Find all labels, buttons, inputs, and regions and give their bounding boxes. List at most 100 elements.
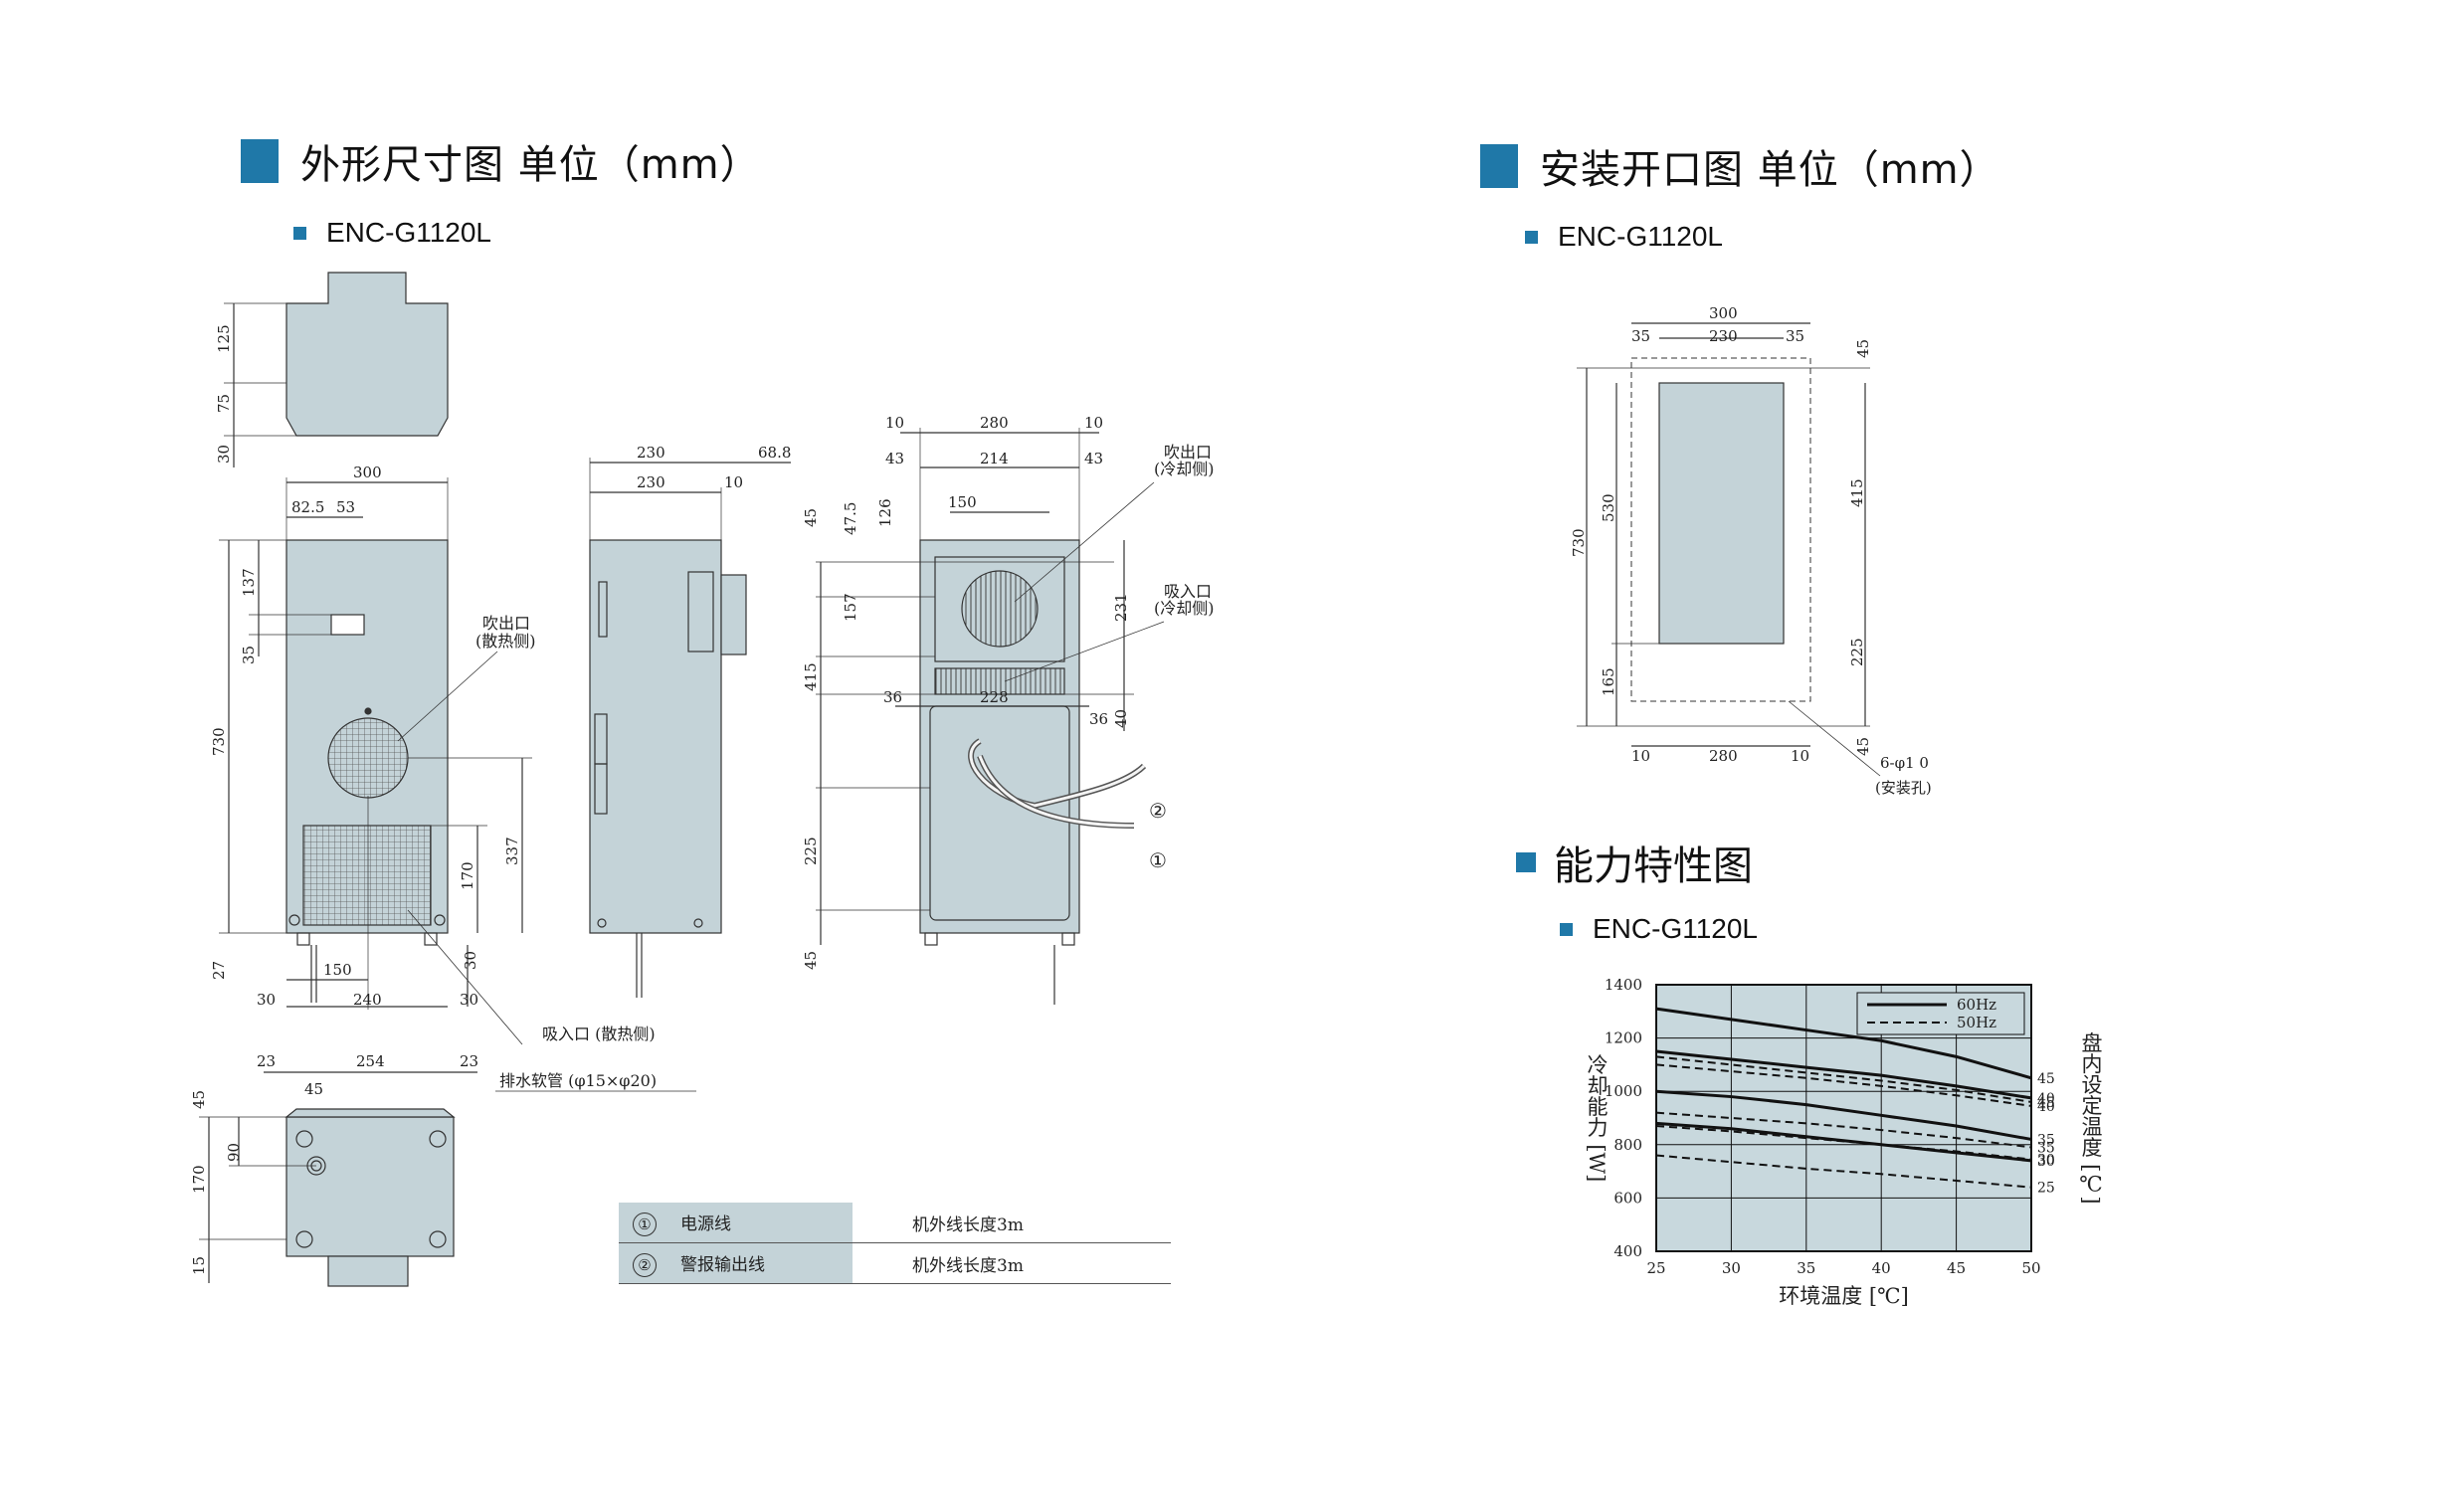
dim-label: 415 <box>802 662 820 691</box>
series-line <box>1655 1089 2032 1141</box>
dim-label: 415 <box>1848 478 1866 507</box>
capacity-header: 能力特性图 <box>1516 834 1753 891</box>
series-line <box>1655 1125 2032 1161</box>
dim-label: 170 <box>190 1165 208 1194</box>
cutout-dim-labels: 300 35 230 35 45 730 530 415 225 165 45 … <box>1570 304 1932 797</box>
outline-title: 外形尺寸图 单位（mm） <box>300 142 761 188</box>
dim-label: 300 <box>1709 304 1738 322</box>
dim-label: 165 <box>1600 667 1617 696</box>
y-tick-label: 1400 <box>1605 976 1642 994</box>
dim-label: 40 <box>1112 709 1130 728</box>
dim-label: 300 <box>353 464 382 481</box>
bottom-dim-labels: 23 254 23 45 45 90 170 15 <box>190 1052 478 1275</box>
dim-label: 240 <box>353 991 382 1009</box>
right-axis-label: 盘内设定温度 [℃] <box>2079 1031 2103 1204</box>
series-line <box>1655 1049 2032 1100</box>
dim-label: 45 <box>304 1080 323 1098</box>
series-line <box>1655 1154 2032 1189</box>
x-axis-label: 环境温度 [℃] <box>1779 1284 1909 1308</box>
dim-label: 730 <box>1570 528 1588 557</box>
hole-caption: (安装孔) <box>1875 779 1932 797</box>
dim-label: 231 <box>1112 593 1130 622</box>
cable-name: 电源线 <box>680 1213 731 1234</box>
cable-name-cell: ② 警报输出线 <box>619 1242 853 1284</box>
dim-label: 337 <box>503 837 521 865</box>
rear-view <box>816 428 1165 1005</box>
rear-callouts: 吹出口 (冷却侧) 吸入口 (冷却侧) ② ① <box>1149 443 1215 872</box>
dim-label: 43 <box>1084 450 1103 467</box>
dim-label: 170 <box>459 861 476 890</box>
dim-label: 23 <box>460 1052 478 1070</box>
rear-outlet-label: 吹出口 <box>1164 443 1212 462</box>
dim-label: 530 <box>1600 493 1617 522</box>
dim-label: 230 <box>637 473 665 491</box>
y-tick-label: 400 <box>1613 1242 1642 1260</box>
bottom-view <box>199 1071 477 1287</box>
dim-label: 47.5 <box>842 502 859 535</box>
outline-model-label: ENC-G1120L <box>326 217 492 248</box>
x-tick-label: 30 <box>1722 1259 1741 1277</box>
rear-outlet-side-label: (冷却侧) <box>1154 460 1215 478</box>
section-marker-icon <box>1480 144 1518 188</box>
cable-1-marker: ① <box>1149 848 1167 872</box>
dim-label: 36 <box>883 688 902 706</box>
bullet-icon <box>1525 230 1538 244</box>
series-end-label: 45 <box>2037 1095 2055 1111</box>
dim-label: 90 <box>225 1143 243 1162</box>
section-marker-icon <box>241 139 279 183</box>
dim-label: 45 <box>1854 737 1872 756</box>
series-end-label: 40 <box>2037 1099 2055 1115</box>
x-tick-label: 50 <box>2021 1259 2040 1277</box>
dim-label: 157 <box>842 593 859 622</box>
cutout-drawing <box>1577 322 1881 777</box>
dim-label: 23 <box>257 1052 276 1070</box>
dim-label: 150 <box>948 493 977 511</box>
dim-label: 53 <box>336 498 355 516</box>
series-end-label: 45 <box>2037 1071 2055 1087</box>
y-tick-label: 800 <box>1613 1136 1642 1154</box>
dim-label: 30 <box>460 991 478 1009</box>
rear-inlet-side-label: (冷却侧) <box>1154 599 1215 618</box>
section-marker-icon <box>1516 852 1536 872</box>
dim-label: 36 <box>1089 710 1108 728</box>
capacity-model: ENC-G1120L <box>1560 913 1758 945</box>
x-tick-label: 25 <box>1646 1259 1665 1277</box>
cable-length: 机外线长度3m <box>853 1242 1171 1284</box>
dim-label: 126 <box>876 498 894 527</box>
dim-label: 35 <box>240 646 258 664</box>
y-tick-label: 1200 <box>1605 1029 1642 1047</box>
outlet-side-label: (散热侧) <box>475 632 536 651</box>
y-axis-label: 冷却能力 [W] <box>1585 1054 1609 1183</box>
y-tick-label: 1000 <box>1605 1082 1642 1100</box>
cutout-model: ENC-G1120L <box>1525 221 1723 253</box>
series-end-label: 40 <box>2037 1091 2055 1107</box>
dim-label: 730 <box>210 727 228 756</box>
rear-dim-labels: 10 280 10 43 214 43 150 45 47.5 126 157 … <box>802 414 1130 970</box>
dim-label: 280 <box>1709 747 1738 765</box>
dim-label: 30 <box>257 991 276 1009</box>
front-callouts: 吹出口 (散热侧) 吸入口 (散热侧) 排水软管 (φ15×φ20) <box>475 614 657 1090</box>
cable-name: 警报输出线 <box>680 1254 765 1275</box>
y-tick-label: 600 <box>1613 1189 1642 1207</box>
dim-label: 10 <box>1084 414 1103 432</box>
cable-number: ② <box>633 1252 657 1277</box>
dim-label: 45 <box>802 951 820 970</box>
dim-label: 230 <box>637 444 665 462</box>
dim-label: 150 <box>323 961 352 979</box>
dim-label: 27 <box>210 961 228 980</box>
front-view <box>219 477 696 1092</box>
legend-label: 50Hz <box>1957 1014 1996 1031</box>
dim-label: 125 <box>215 324 233 353</box>
outline-model: ENC-G1120L <box>293 217 491 249</box>
series-line <box>1655 1055 2032 1103</box>
dim-label: 225 <box>802 837 820 865</box>
capacity-title: 能力特性图 <box>1554 843 1753 889</box>
dim-label: 10 <box>724 473 743 491</box>
dim-label: 214 <box>980 450 1009 467</box>
dim-label: 10 <box>1631 747 1650 765</box>
series-end-label: 25 <box>2037 1181 2055 1197</box>
legend-box <box>1856 992 2025 1035</box>
